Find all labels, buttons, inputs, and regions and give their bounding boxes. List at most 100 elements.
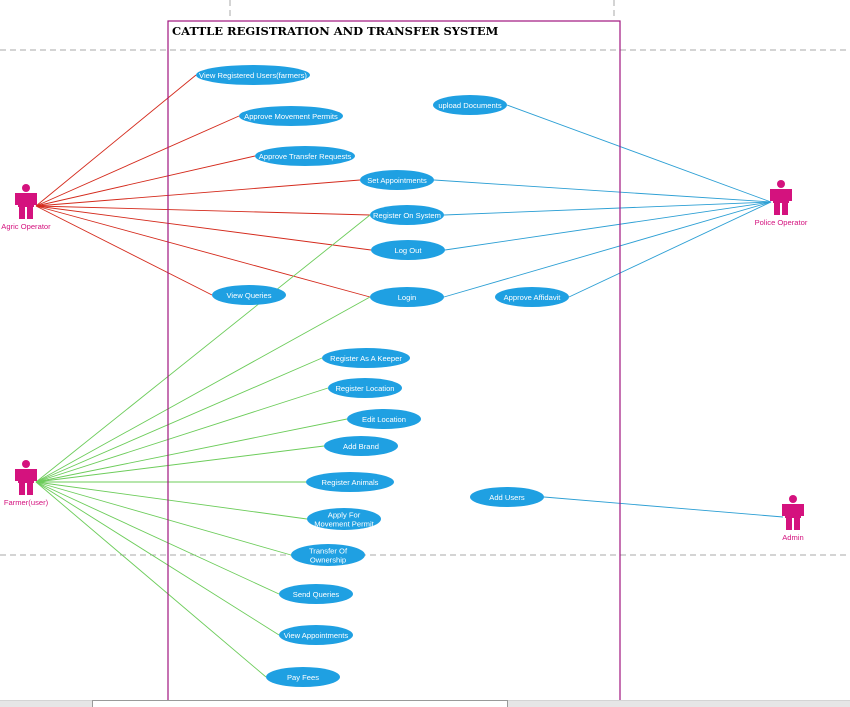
usecase-set-appointments[interactable]: Set Appointments bbox=[360, 170, 434, 190]
usecase-ellipse bbox=[433, 95, 507, 115]
usecase-label: Add Users bbox=[489, 493, 525, 502]
usecase-label: Login bbox=[398, 293, 417, 302]
usecase-ellipse bbox=[347, 409, 421, 429]
usecase-send-queries[interactable]: Send Queries bbox=[279, 584, 353, 604]
usecase-label: View Queries bbox=[226, 291, 271, 300]
usecase-label: Log Out bbox=[394, 246, 422, 255]
association-line-farmer-send-queries bbox=[35, 481, 280, 595]
usecase-register-as-keeper[interactable]: Register As A Keeper bbox=[322, 348, 410, 368]
usecase-label: View Appointments bbox=[284, 631, 349, 640]
usecase-login[interactable]: Login bbox=[370, 287, 444, 307]
association-line-police-upload-documents bbox=[506, 104, 772, 203]
use-cases: View Registered Users(farmers) Approve Mo… bbox=[196, 65, 569, 687]
actor-admin[interactable]: Admin bbox=[782, 495, 804, 542]
actor-farmer[interactable]: Farmer(user) bbox=[4, 460, 49, 507]
usecase-label: Register As A Keeper bbox=[330, 354, 402, 363]
association-line-farmer-view-appointments bbox=[35, 481, 280, 636]
association-line-agric-login bbox=[35, 205, 371, 298]
usecase-ellipse bbox=[324, 436, 398, 456]
usecase-ellipse bbox=[212, 285, 286, 305]
usecase-register-on-system[interactable]: Register On System bbox=[370, 205, 444, 225]
page-break-lines bbox=[0, 0, 850, 556]
usecase-ellipse bbox=[370, 205, 444, 225]
association-line-police-approve-affidavit bbox=[568, 201, 772, 298]
actor-label: Admin bbox=[782, 533, 804, 542]
association-line-agric-log-out bbox=[35, 205, 372, 251]
actor-label: Agric Operator bbox=[1, 222, 51, 231]
actor-police[interactable]: Police Operator bbox=[755, 180, 808, 227]
usecase-label: Pay Fees bbox=[287, 673, 319, 682]
association-line-police-set-appointments bbox=[433, 179, 772, 203]
usecase-pay-fees[interactable]: Pay Fees bbox=[266, 667, 340, 687]
usecase-ellipse bbox=[370, 287, 444, 307]
association-line-farmer-register-location bbox=[35, 387, 329, 483]
usecase-upload-documents[interactable]: upload Documents bbox=[433, 95, 507, 115]
usecase-ellipse bbox=[279, 625, 353, 645]
usecase-label: Set Appointments bbox=[367, 176, 427, 185]
usecase-view-queries[interactable]: View Queries bbox=[212, 285, 286, 305]
usecase-ellipse bbox=[266, 667, 340, 687]
usecase-approve-transfer-requests[interactable]: Approve Transfer Requests bbox=[255, 146, 355, 166]
usecase-ellipse bbox=[255, 146, 355, 166]
association-line-farmer-transfer-ownership bbox=[35, 481, 292, 556]
usecase-ellipse bbox=[291, 544, 365, 566]
usecase-label: Ownership bbox=[310, 555, 346, 564]
usecase-ellipse bbox=[328, 378, 402, 398]
usecase-register-animals[interactable]: Register Animals bbox=[306, 472, 394, 492]
association-line-farmer-register-on-system bbox=[35, 214, 371, 483]
association-line-police-register-on-system bbox=[443, 201, 772, 216]
usecase-ellipse bbox=[495, 287, 569, 307]
actor-agric[interactable]: Agric Operator bbox=[1, 184, 51, 231]
association-line-agric-set-appointments bbox=[35, 179, 361, 207]
association-line-agric-approve-movement-permits bbox=[35, 115, 240, 207]
usecase-ellipse bbox=[306, 472, 394, 492]
usecase-label: Register On System bbox=[373, 211, 441, 220]
usecase-label: Movement Permit bbox=[314, 519, 374, 528]
association-line-police-login bbox=[443, 201, 772, 298]
association-line-agric-view-registered-users bbox=[35, 74, 197, 207]
usecase-label: Approve Movement Permits bbox=[244, 112, 338, 121]
usecase-ellipse bbox=[470, 487, 544, 507]
usecase-label: Edit Location bbox=[362, 415, 406, 424]
usecase-ellipse bbox=[371, 240, 445, 260]
usecase-add-users[interactable]: Add Users bbox=[470, 487, 544, 507]
usecase-view-registered-users[interactable]: View Registered Users(farmers) bbox=[196, 65, 310, 85]
usecase-approve-movement-permits[interactable]: Approve Movement Permits bbox=[239, 106, 343, 126]
usecase-register-location[interactable]: Register Location bbox=[328, 378, 402, 398]
actor-label: Police Operator bbox=[755, 218, 808, 227]
usecase-label: Approve Transfer Requests bbox=[259, 152, 352, 161]
actor-label: Farmer(user) bbox=[4, 498, 49, 507]
usecase-add-brand[interactable]: Add Brand bbox=[324, 436, 398, 456]
association-line-farmer-edit-location bbox=[35, 418, 348, 483]
association-line-agric-view-queries bbox=[35, 205, 213, 296]
association-line-farmer-pay-fees bbox=[35, 481, 267, 678]
usecase-label: Apply For bbox=[328, 510, 361, 519]
usecase-approve-affidavit[interactable]: Approve Affidavit bbox=[495, 287, 569, 307]
association-line-farmer-login bbox=[35, 296, 371, 483]
usecase-label: Approve Affidavit bbox=[504, 293, 562, 302]
usecase-ellipse bbox=[279, 584, 353, 604]
actor-figure-icon bbox=[770, 180, 792, 215]
bottom-panel-edge bbox=[92, 700, 508, 707]
actor-figure-icon bbox=[15, 460, 37, 495]
usecase-label: Register Animals bbox=[322, 478, 379, 487]
usecase-edit-location[interactable]: Edit Location bbox=[347, 409, 421, 429]
association-line-agric-register-on-system bbox=[35, 205, 371, 216]
actor-figure-icon bbox=[15, 184, 37, 219]
association-line-police-log-out bbox=[444, 201, 772, 251]
usecase-log-out[interactable]: Log Out bbox=[371, 240, 445, 260]
usecase-label: Register Location bbox=[335, 384, 394, 393]
usecase-ellipse bbox=[239, 106, 343, 126]
association-line-farmer-apply-movement-permit bbox=[35, 481, 308, 520]
association-lines bbox=[35, 74, 784, 678]
usecase-ellipse bbox=[196, 65, 310, 85]
usecase-view-appointments[interactable]: View Appointments bbox=[279, 625, 353, 645]
actor-figure-icon bbox=[782, 495, 804, 530]
association-line-agric-approve-transfer-requests bbox=[35, 155, 256, 207]
usecase-ellipse bbox=[322, 348, 410, 368]
system-title: CATTLE REGISTRATION AND TRANSFER SYSTEM bbox=[172, 24, 499, 38]
